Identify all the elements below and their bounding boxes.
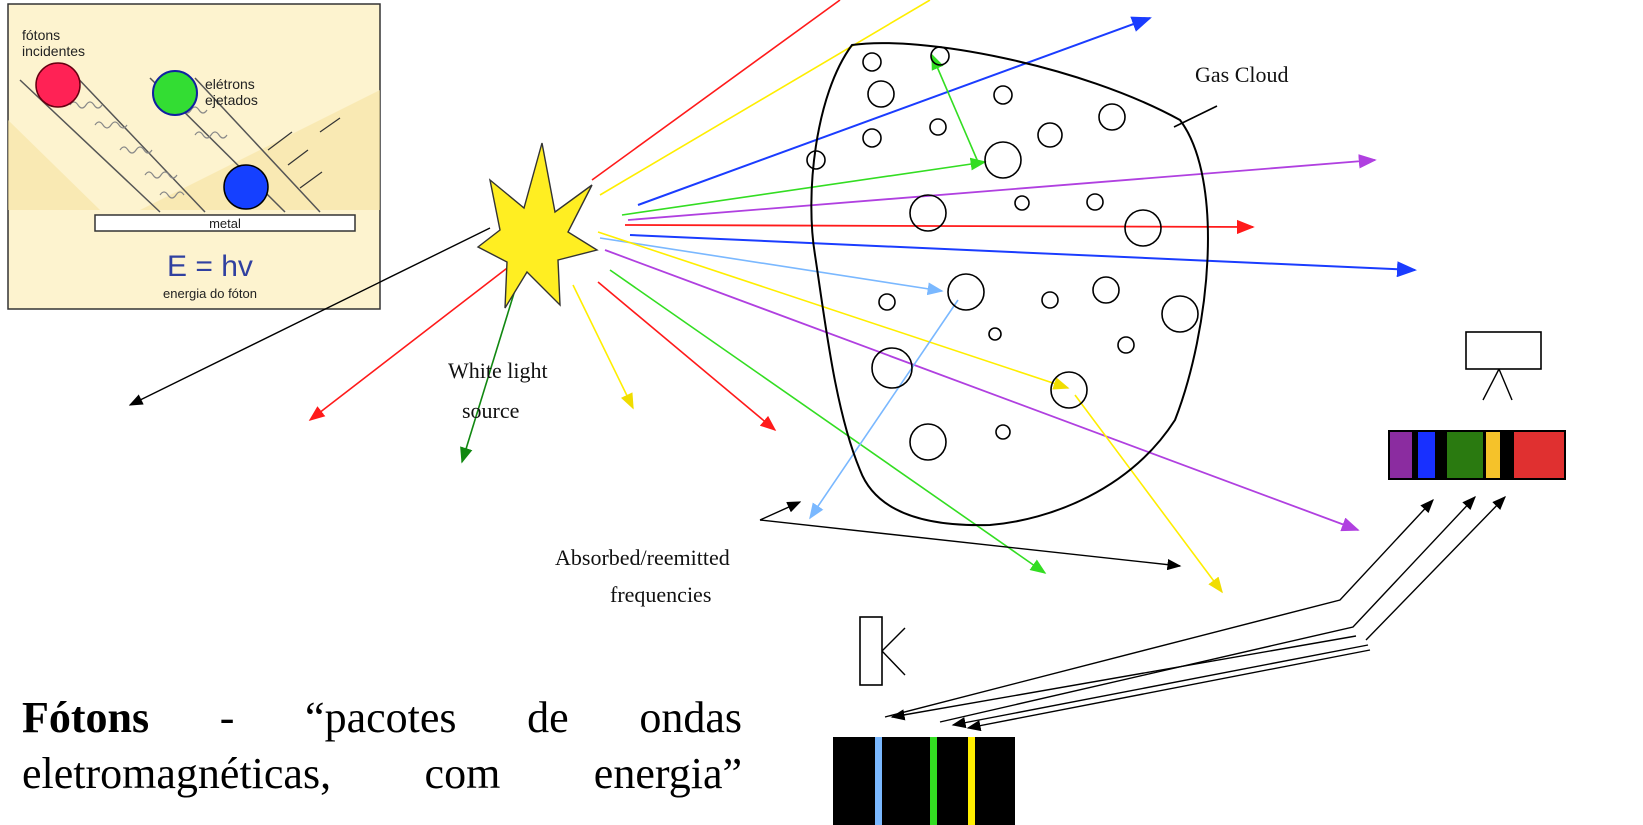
- telescope-leg: [1499, 369, 1512, 400]
- absorbed-label-2: frequencies: [610, 582, 711, 607]
- detector-icon: [860, 617, 882, 685]
- metal-label: metal: [209, 216, 241, 231]
- ray-blue-top: [638, 18, 1150, 205]
- gas-cloud-pointer: [1174, 106, 1217, 127]
- emission-band: [1418, 432, 1435, 478]
- absorption-line: [968, 737, 975, 825]
- ray-purple-through: [628, 160, 1375, 220]
- incident-photons-label: fótons: [22, 27, 60, 43]
- gas-cloud: Gas Cloud: [807, 43, 1289, 525]
- absorbed-label: Absorbed/reemitted: [555, 545, 730, 570]
- emission-band: [1447, 432, 1483, 478]
- blue-photon-icon: [224, 165, 268, 209]
- white-light-source-star-icon: [478, 143, 597, 308]
- emission-band: [1390, 432, 1412, 478]
- absorbed-arrow-right: [760, 520, 1180, 566]
- photoelectric-inset: metal fótons incidentes elétrons ejetado…: [8, 4, 380, 309]
- absorption-observer: [833, 617, 1015, 825]
- emission-observer: [1388, 332, 1566, 480]
- ray-green-absorbed: [622, 162, 985, 215]
- ray-yellow-top: [600, 0, 930, 195]
- reemit-lightblue-down: [810, 300, 958, 518]
- ray-red-top: [592, 0, 840, 180]
- caption-text: Fótons - “pacotes de ondas eletromagnéti…: [22, 690, 742, 802]
- telescope-leg: [1483, 369, 1499, 400]
- equation-caption: energia do fóton: [163, 286, 257, 301]
- absorption-line: [930, 737, 937, 825]
- detector-mark: [882, 628, 905, 651]
- caption-bold: Fótons: [22, 693, 149, 742]
- emission-band: [1486, 432, 1500, 478]
- white-light-label: White light: [448, 358, 548, 383]
- emission-band: [1514, 432, 1564, 478]
- reemit-green-up: [932, 55, 978, 162]
- equation: E = hv: [167, 250, 253, 283]
- spectrum-connector-arrows: [885, 497, 1505, 728]
- green-photon-icon: [153, 71, 197, 115]
- ejected-electrons-label: elétrons: [205, 76, 255, 92]
- incident-photons-label-2: incidentes: [22, 43, 85, 59]
- ray-blue-through: [630, 235, 1415, 270]
- white-light-label-2: source: [462, 398, 519, 423]
- ray-purple-lower: [605, 250, 1358, 530]
- detector-mark: [882, 651, 905, 675]
- telescope-icon: [1466, 332, 1541, 369]
- absorption-line: [875, 737, 882, 825]
- absorption-spectrum: [833, 737, 1015, 825]
- absorbed-arrow-up: [760, 502, 800, 520]
- ejected-electrons-label-2: ejetados: [205, 92, 258, 108]
- gas-cloud-label: Gas Cloud: [1195, 62, 1289, 87]
- red-photon-icon: [36, 63, 80, 107]
